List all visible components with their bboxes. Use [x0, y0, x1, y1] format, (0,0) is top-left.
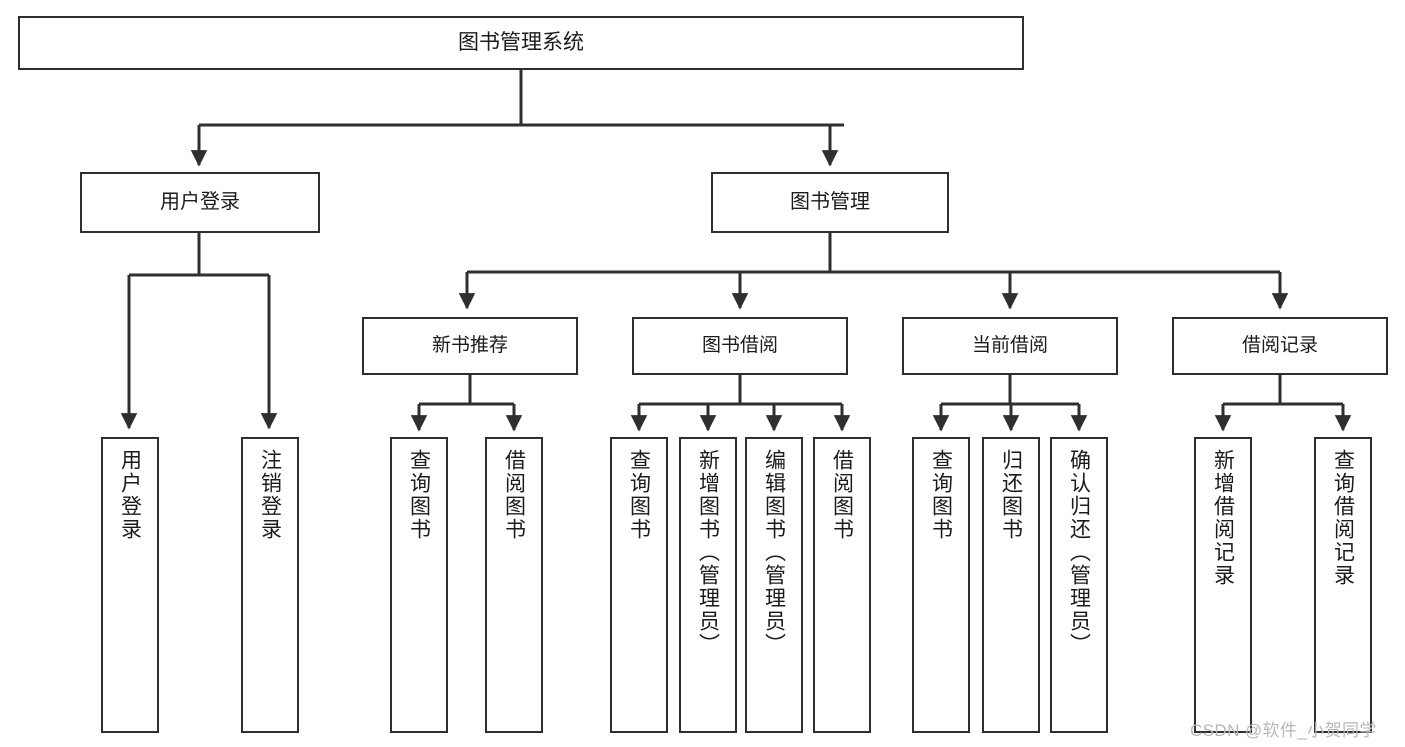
- leaf-book-borrow-query-label: 查询图书: [627, 449, 651, 541]
- leaf-book-borrow-edit[interactable]: 编辑图书（管理员）: [745, 437, 803, 733]
- leaf-current-borrow-query-label: 查询图书: [929, 449, 953, 541]
- leaf-book-borrow-add-label: 新增图书（管理员）: [696, 449, 720, 656]
- node-borrow-record[interactable]: 借阅记录: [1172, 317, 1388, 375]
- node-book-management[interactable]: 图书管理: [711, 172, 949, 233]
- leaf-book-borrow-query[interactable]: 查询图书: [610, 437, 668, 733]
- leaf-user-login-signout-label: 注销登录: [258, 449, 282, 541]
- leaf-current-borrow-return-label: 归还图书: [999, 449, 1023, 541]
- leaf-current-borrow-confirm-return[interactable]: 确认归还（管理员）: [1050, 437, 1108, 733]
- leaf-book-borrow-edit-label: 编辑图书（管理员）: [762, 449, 786, 656]
- node-new-book-recommend[interactable]: 新书推荐: [362, 317, 578, 375]
- node-current-borrow-label: 当前借阅: [971, 334, 1048, 356]
- node-book-borrow-label: 图书借阅: [701, 334, 778, 356]
- leaf-current-borrow-return[interactable]: 归还图书: [982, 437, 1040, 733]
- node-book-borrow[interactable]: 图书借阅: [632, 317, 848, 375]
- node-user-login-label: 用户登录: [160, 190, 240, 213]
- watermark-text: CSDN @软件_小贺同学: [1190, 721, 1377, 740]
- node-root-label: 图书管理系统: [458, 30, 584, 54]
- node-book-management-label: 图书管理: [790, 190, 870, 213]
- leaf-user-login-signin[interactable]: 用户登录: [101, 437, 159, 733]
- leaf-current-borrow-query[interactable]: 查询图书: [912, 437, 970, 733]
- node-root[interactable]: 图书管理系统: [18, 16, 1024, 70]
- leaf-borrow-record-query[interactable]: 查询借阅记录: [1314, 437, 1372, 733]
- leaf-borrow-record-add[interactable]: 新增借阅记录: [1194, 437, 1252, 733]
- leaf-borrow-record-query-label: 查询借阅记录: [1331, 449, 1355, 587]
- leaf-book-borrow-borrow-label: 借阅图书: [830, 449, 854, 541]
- leaf-new-book-query-label: 查询图书: [407, 449, 431, 541]
- leaf-book-borrow-borrow[interactable]: 借阅图书: [813, 437, 871, 733]
- leaf-current-borrow-confirm-return-label: 确认归还（管理员）: [1067, 449, 1091, 656]
- leaf-borrow-record-add-label: 新增借阅记录: [1211, 449, 1235, 587]
- node-current-borrow[interactable]: 当前借阅: [902, 317, 1118, 375]
- leaf-book-borrow-add[interactable]: 新增图书（管理员）: [679, 437, 737, 733]
- node-borrow-record-label: 借阅记录: [1241, 334, 1318, 356]
- leaf-new-book-query[interactable]: 查询图书: [390, 437, 448, 733]
- node-new-book-recommend-label: 新书推荐: [431, 334, 508, 356]
- leaf-new-book-borrow-label: 借阅图书: [502, 449, 526, 541]
- leaf-user-login-signin-label: 用户登录: [118, 449, 142, 541]
- leaf-user-login-signout[interactable]: 注销登录: [241, 437, 299, 733]
- node-user-login[interactable]: 用户登录: [80, 172, 320, 233]
- leaf-new-book-borrow[interactable]: 借阅图书: [485, 437, 543, 733]
